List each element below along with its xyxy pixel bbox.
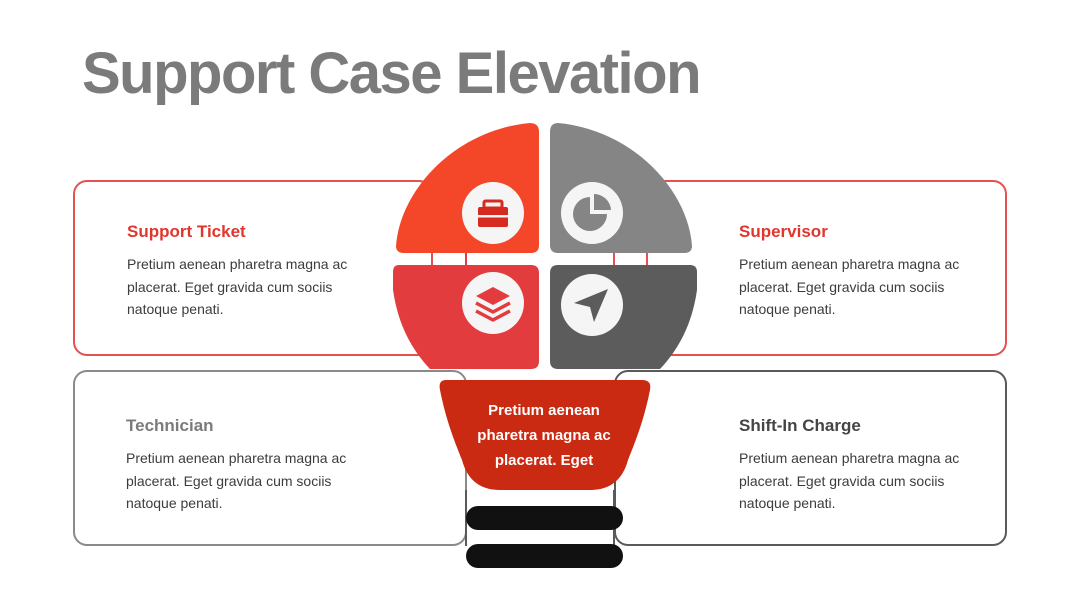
card-support-ticket <box>73 180 433 356</box>
card-heading-supervisor: Supervisor <box>739 222 828 241</box>
bulb-neck <box>439 380 651 490</box>
briefcase-icon <box>462 182 524 244</box>
card-heading-shift-in-charge: Shift-In Charge <box>739 416 861 435</box>
send-arrow-icon <box>561 274 623 336</box>
bulb-segment-top-left <box>396 123 539 253</box>
slide-title: Support Case Elevation <box>82 41 702 106</box>
bulb-base-bar-bottom <box>466 544 623 568</box>
layers-icon <box>462 272 524 334</box>
card-heading-technician: Technician <box>126 416 214 435</box>
card-body-technician: Pretium aenean pharetra magna ac placera… <box>126 450 347 511</box>
pie-chart-icon <box>561 182 623 244</box>
card-technician <box>73 370 467 546</box>
card-body-shift-in-charge: Pretium aenean pharetra magna ac placera… <box>739 450 960 511</box>
card-body-support-ticket: Pretium aenean pharetra magna ac placera… <box>127 256 348 317</box>
card-heading-support-ticket: Support Ticket <box>127 222 246 241</box>
card-supervisor <box>646 180 1007 356</box>
card-shift-in-charge <box>614 370 1007 546</box>
bulb-center-text: Pretium aenean pharetra magna ac placera… <box>477 402 611 469</box>
bulb-base-bar-top <box>466 506 623 530</box>
card-body-supervisor: Pretium aenean pharetra magna ac placera… <box>739 256 960 317</box>
